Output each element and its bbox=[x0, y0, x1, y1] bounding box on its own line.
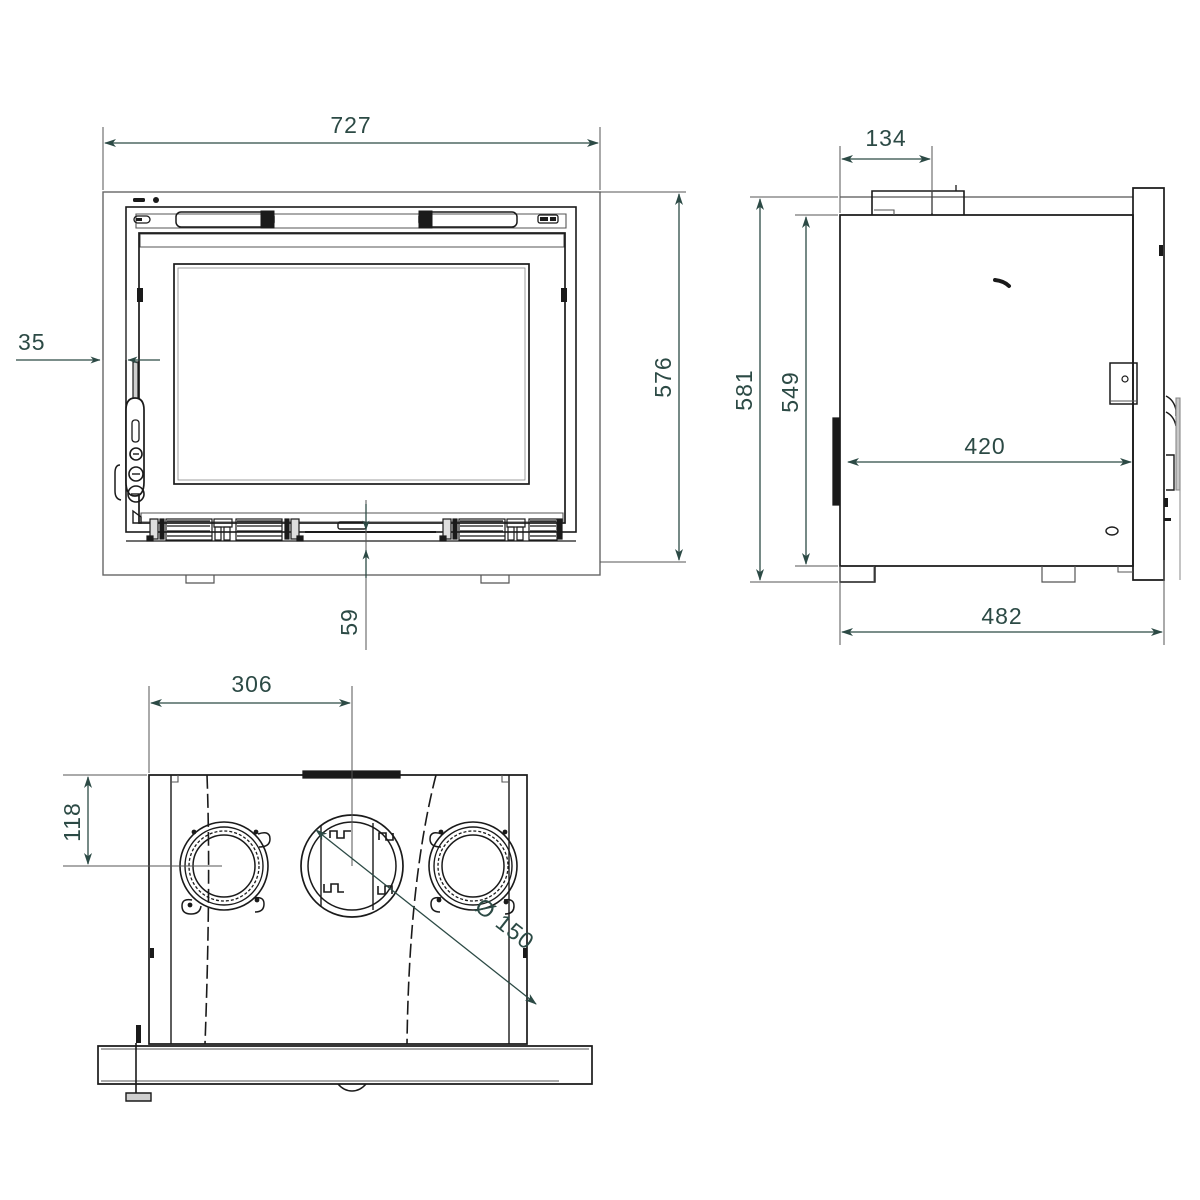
dimension-576: 576 bbox=[600, 191, 686, 563]
dimension-420: 420 bbox=[847, 433, 1132, 466]
dim-59-label: 59 bbox=[336, 608, 362, 636]
dim-420-label: 420 bbox=[964, 433, 1005, 459]
plan-view: 306 118 Ø 150 bbox=[59, 671, 593, 1102]
dimension-482: 482 bbox=[839, 560, 1165, 645]
dimension-581: 581 bbox=[731, 196, 838, 583]
dim-306-label: 306 bbox=[231, 671, 272, 697]
dimension-727: 727 bbox=[102, 112, 601, 190]
dim-576-label: 576 bbox=[650, 356, 676, 397]
dim-581-label: 581 bbox=[731, 369, 757, 410]
dim-134-label: 134 bbox=[865, 125, 906, 151]
dimension-134: 134 bbox=[839, 125, 933, 213]
dim-727-label: 727 bbox=[330, 112, 371, 138]
dimension-35: 35 bbox=[16, 300, 160, 364]
dimension-59: 59 bbox=[336, 500, 370, 650]
dim-118-label: 118 bbox=[59, 802, 85, 842]
left-air-outlet bbox=[179, 821, 271, 915]
dimension-118: 118 bbox=[59, 774, 222, 867]
dim-482-label: 482 bbox=[981, 603, 1022, 629]
front-elevation-view: 727 576 35 59 bbox=[16, 112, 686, 650]
dim-549-label: 549 bbox=[777, 371, 803, 412]
right-air-outlet bbox=[428, 821, 518, 915]
side-elevation-view: 134 581 549 420 482 bbox=[731, 125, 1181, 645]
dimension-549: 549 bbox=[777, 214, 838, 567]
dim-35-label: 35 bbox=[18, 329, 46, 355]
